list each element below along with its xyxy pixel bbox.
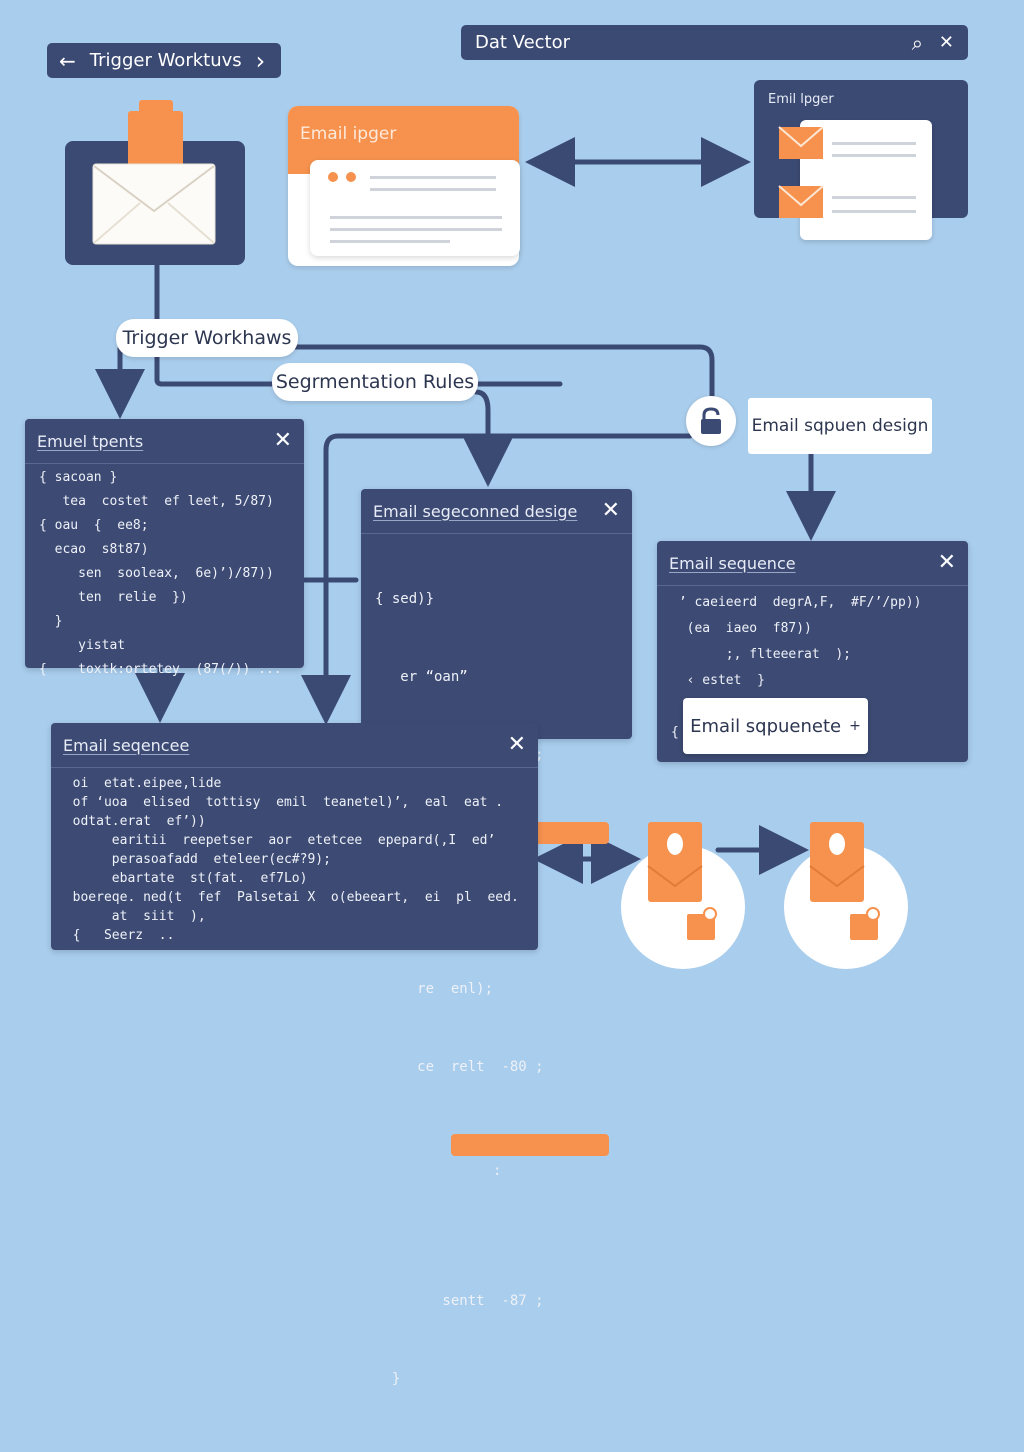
code-line: re enl); — [375, 981, 494, 997]
events-panel: Emuel tpents ✕ { sacoan } tea costet ef … — [25, 419, 304, 677]
text-line — [832, 142, 916, 145]
text-line — [370, 188, 496, 191]
text-line — [832, 196, 916, 199]
close-icon[interactable]: ✕ — [937, 550, 956, 575]
search-icon[interactable]: ⌕ — [911, 30, 923, 55]
envelope-icon — [687, 907, 717, 940]
design-code: { sed)} er “oan” ce pait 87 ; : re enl);… — [361, 534, 632, 1452]
segmentation-rules-label[interactable]: Segrmentation Rules — [272, 363, 478, 401]
text-line — [330, 228, 502, 231]
envelope-icon — [778, 185, 824, 218]
text-line — [330, 240, 450, 243]
window-dot-icon — [328, 172, 338, 182]
envelope-badge — [128, 111, 183, 169]
code-line: } — [375, 1371, 401, 1387]
email-preview-window — [310, 160, 520, 256]
contact-card-icon — [647, 822, 703, 902]
close-icon[interactable]: ✕ — [273, 428, 292, 453]
email-list-title: Emil lpger — [768, 92, 834, 107]
lock-icon — [701, 407, 721, 434]
search-input[interactable]: Dat Vector — [475, 32, 571, 53]
top-nav-title: Trigger Worktuvs — [89, 50, 242, 71]
envelope-icon — [850, 907, 880, 940]
events-panel-title: Emuel tpents — [37, 431, 144, 451]
envelope-icon — [778, 126, 824, 159]
sequence-design-label[interactable]: Email sqpuen design — [748, 398, 932, 454]
add-icon[interactable]: + — [849, 718, 861, 734]
lock-node[interactable] — [686, 396, 736, 446]
connector-lines — [95, 137, 836, 884]
sequence-popup[interactable]: Email sqpuenete + — [683, 698, 868, 754]
text-line — [832, 210, 916, 213]
email-card-title: Email ipger — [300, 124, 397, 144]
code-line-with-bar: : — [375, 1132, 618, 1236]
bottom-panel-title: Email seqencee — [63, 735, 190, 755]
contact-card-icon — [809, 822, 865, 902]
trigger-workflows-label[interactable]: Trigger Workhaws — [116, 319, 298, 357]
code-line: { sed)} — [375, 591, 435, 607]
highlight-bar — [451, 1134, 609, 1156]
sequence-popup-label: Email sqpuenete — [690, 715, 842, 737]
close-icon[interactable]: ✕ — [601, 498, 620, 523]
bottom-panel-header: Email seqencee ✕ — [51, 723, 538, 768]
events-code: { sacoan } tea costet ef leet, 5/87) { o… — [39, 470, 282, 677]
forward-chevron-icon[interactable]: › — [255, 46, 266, 75]
envelope-icon — [92, 163, 216, 245]
sequence-panel-title: Email sequence — [669, 553, 796, 573]
text-line — [832, 154, 916, 157]
close-icon[interactable]: ✕ — [938, 32, 954, 53]
bottom-sequence-panel: Email seqencee ✕ oi etat.eipee,lide of ‘… — [51, 723, 538, 950]
design-panel: Email segeconned desige ✕ { sed)} er “oa… — [361, 489, 632, 1387]
close-icon[interactable]: ✕ — [507, 732, 526, 757]
window-dot-icon — [346, 172, 356, 182]
events-panel-header: Emuel tpents ✕ — [25, 419, 304, 464]
design-panel-title: Email segeconned desige — [373, 501, 578, 521]
back-arrow-icon[interactable]: ← — [59, 48, 76, 73]
search-bar[interactable]: Dat Vector ⌕ ✕ — [461, 25, 968, 60]
text-line — [330, 216, 502, 219]
bottom-code: oi etat.eipee,lide of ‘uoa elised tottis… — [72, 776, 519, 943]
code-line: er “oan” — [375, 669, 468, 685]
text-line — [370, 176, 496, 179]
code-line: ce relt -80 ; — [375, 1059, 544, 1075]
sequence-panel-header: Email sequence ✕ — [657, 541, 968, 586]
top-nav-bar: ← Trigger Worktuvs › — [47, 43, 281, 78]
design-panel-header: Email segeconned desige ✕ — [361, 489, 632, 534]
code-line: sentt -87 ; — [375, 1293, 544, 1309]
